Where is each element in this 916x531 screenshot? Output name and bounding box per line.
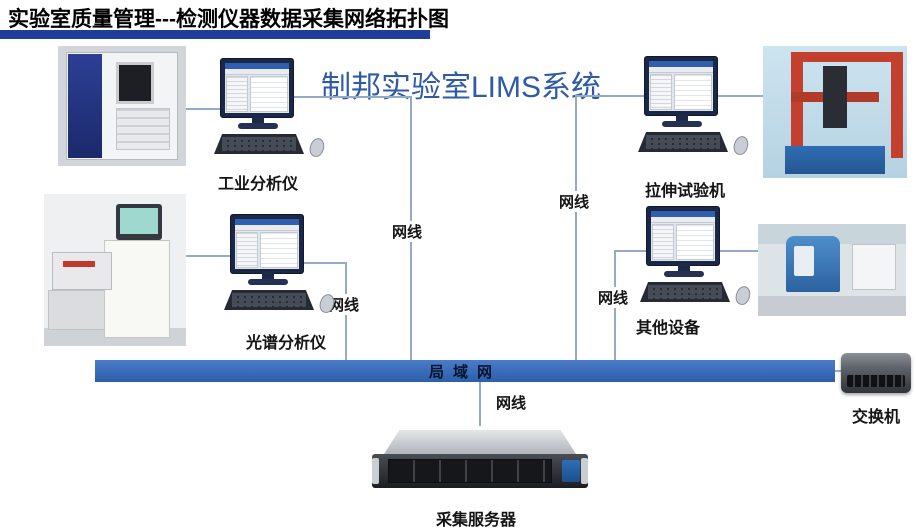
cable-label-3: 网线 bbox=[557, 191, 592, 212]
lan-bus-bar: 局域网 bbox=[95, 360, 835, 382]
blue-instrument bbox=[786, 236, 840, 292]
cable-line-lan-to-switch bbox=[835, 370, 841, 372]
analyzer-control-panel bbox=[116, 108, 170, 150]
photo-bench bbox=[758, 296, 906, 316]
label-tensile-tester: 拉伸试验机 bbox=[645, 183, 726, 200]
server-rack-ear bbox=[581, 458, 588, 484]
monitor-stand bbox=[676, 114, 688, 122]
label-spectrum-analyzer: 光谱分析仪 bbox=[246, 335, 327, 352]
switch-body bbox=[841, 353, 911, 393]
cable-label-1: 网线 bbox=[390, 221, 425, 242]
screen bbox=[649, 61, 713, 111]
keyboard-icon bbox=[224, 290, 314, 310]
cable-line-pc2-horizontal bbox=[302, 262, 345, 264]
other-equipment-photo bbox=[758, 224, 906, 316]
monitor-stand bbox=[678, 264, 690, 272]
monitor-icon bbox=[646, 206, 720, 266]
server-top-cover bbox=[384, 430, 576, 454]
spectrometer-monitor-icon bbox=[116, 204, 162, 240]
workstation-other-equipment bbox=[640, 206, 753, 307]
server-drive-bays bbox=[388, 459, 552, 483]
cable-line-pc1-to-trunk bbox=[292, 96, 410, 98]
tensile-tester-photo bbox=[763, 46, 907, 178]
white-instrument bbox=[852, 244, 896, 290]
industrial-analyzer-photo bbox=[58, 46, 186, 166]
monitor-base bbox=[662, 121, 702, 127]
monitor-base bbox=[238, 123, 278, 129]
keyboard-icon bbox=[638, 132, 728, 152]
monitor-icon bbox=[644, 56, 718, 116]
keyboard-icon bbox=[640, 282, 730, 302]
monitor-stand bbox=[262, 272, 274, 280]
spectrometer-device bbox=[52, 252, 112, 290]
keyboard-icon bbox=[214, 134, 304, 154]
page-title: 实验室质量管理---检测仪器数据采集网络拓扑图 bbox=[8, 8, 449, 31]
cable-line-analyzerB-to-pc2 bbox=[186, 255, 230, 257]
analyzer-furnace-slot bbox=[116, 62, 154, 104]
spectrometer-cabinet bbox=[104, 240, 170, 338]
mouse-icon bbox=[733, 284, 753, 307]
screen bbox=[651, 211, 715, 261]
cable-line-pc4-to-photo bbox=[718, 250, 758, 252]
spectrometer-brand-strip bbox=[63, 261, 95, 267]
cable-label-4: 网线 bbox=[596, 287, 631, 308]
cable-line-analyzerA-to-pc1 bbox=[186, 108, 220, 110]
server-rack-ear bbox=[372, 458, 379, 484]
network-switch-icon bbox=[841, 353, 911, 393]
cable-line-pc3-to-tensile bbox=[716, 95, 763, 97]
server-front-panel bbox=[372, 454, 588, 488]
workstation-industrial-analyzer bbox=[214, 58, 327, 159]
screen bbox=[225, 63, 289, 113]
tensile-frame bbox=[791, 52, 903, 158]
acquisition-server-icon bbox=[370, 426, 590, 504]
switch-ports bbox=[847, 375, 905, 387]
screen bbox=[235, 219, 299, 269]
label-industrial-analyzer: 工业分析仪 bbox=[218, 176, 299, 193]
cable-label-5: 网线 bbox=[494, 392, 529, 413]
workstation-spectrum-analyzer bbox=[224, 214, 337, 315]
monitor-stand bbox=[252, 116, 264, 124]
title-underline-bar bbox=[0, 30, 430, 39]
tensile-base-cabinet bbox=[785, 146, 885, 174]
label-switch: 交换机 bbox=[852, 409, 901, 426]
cable-line-pc4-horizontal bbox=[614, 250, 646, 252]
mouse-icon bbox=[307, 136, 327, 159]
label-server: 采集服务器 bbox=[436, 512, 517, 529]
lims-system-title: 制邦实验室LIMS系统 bbox=[321, 71, 602, 104]
blue-instrument-panel bbox=[794, 246, 814, 276]
monitor-base bbox=[664, 271, 704, 277]
cable-label-2: 网线 bbox=[327, 294, 362, 315]
spectrometer-screen bbox=[120, 208, 158, 234]
server-power-module bbox=[562, 460, 580, 482]
cable-line-pc3-to-trunk bbox=[577, 95, 644, 97]
tensile-specimen-area bbox=[823, 66, 847, 128]
monitor-icon bbox=[220, 58, 294, 118]
cable-line-lan-to-server bbox=[479, 382, 481, 426]
label-other-equipment: 其他设备 bbox=[636, 320, 701, 337]
monitor-base bbox=[248, 279, 288, 285]
spectrum-analyzer-photo bbox=[44, 194, 186, 346]
monitor-icon bbox=[230, 214, 304, 274]
workstation-tensile-tester bbox=[638, 56, 751, 157]
analyzer-blue-column bbox=[68, 54, 102, 158]
cable-line-trunk-right-vertical bbox=[575, 95, 577, 360]
mouse-icon bbox=[731, 134, 751, 157]
